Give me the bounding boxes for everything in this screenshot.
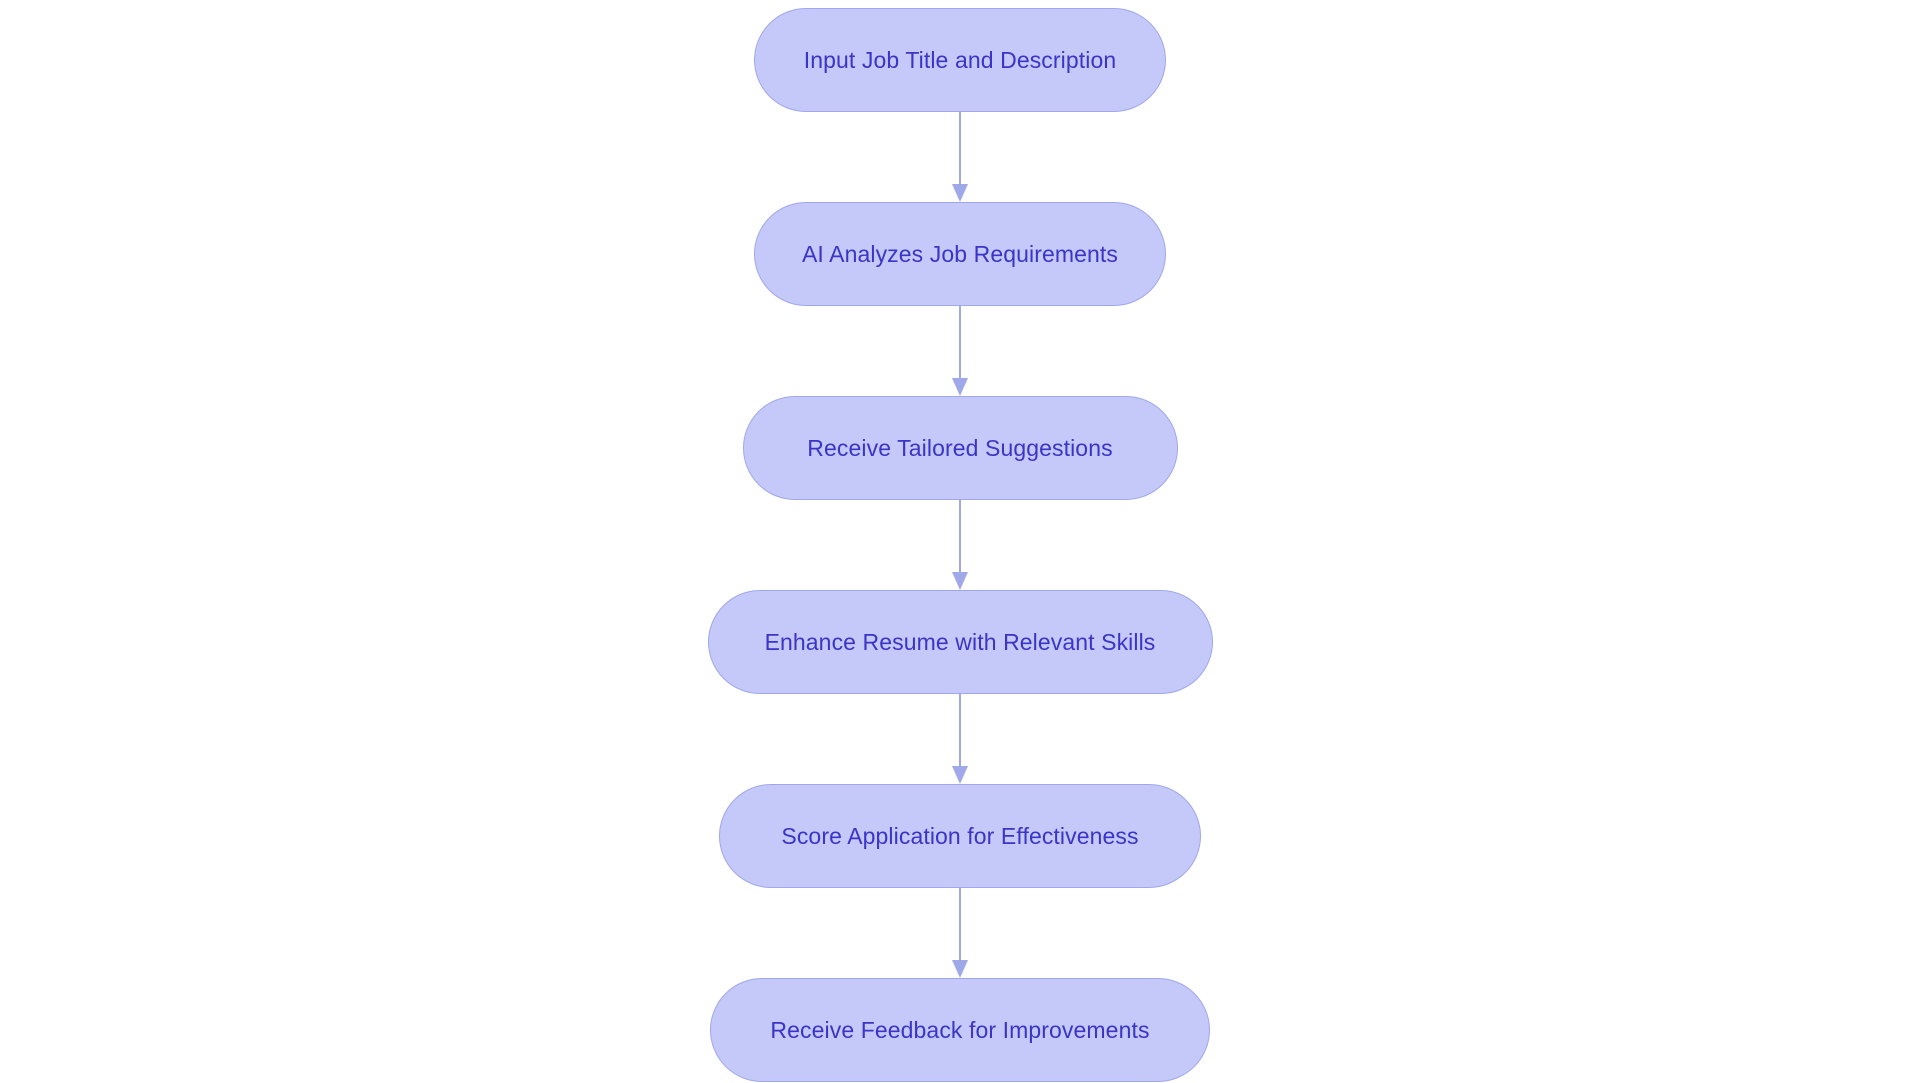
arrowhead-down-icon [952,960,968,978]
arrowhead-down-icon [952,184,968,202]
flowchart-connector-1-to-2 [948,112,972,202]
flowchart-node-step-6[interactable]: Receive Feedback for Improvements [710,978,1210,1082]
flowchart-connector-4-to-5 [948,694,972,784]
connector-line [959,112,961,184]
flowchart-connector-3-to-4 [948,500,972,590]
flowchart-node-label: Score Application for Effectiveness [781,822,1139,849]
flowchart-node-label: Receive Tailored Suggestions [807,434,1113,461]
connector-line [959,306,961,378]
flowchart-node-label: Enhance Resume with Relevant Skills [764,628,1156,655]
connector-line [959,888,961,960]
flowchart-node-step-3[interactable]: Receive Tailored Suggestions [742,396,1178,500]
flowchart-connector-5-to-6 [948,888,972,978]
arrowhead-down-icon [952,378,968,396]
connector-line [959,694,961,766]
flowchart-node-step-4[interactable]: Enhance Resume with Relevant Skills [707,590,1213,694]
flowchart-node-label: Input Job Title and Description [803,46,1117,73]
arrowhead-down-icon [952,572,968,590]
connector-line [959,500,961,572]
flowchart-connector-2-to-3 [948,306,972,396]
flowchart-node-step-1[interactable]: Input Job Title and Description [754,8,1166,112]
flowchart-node-step-2[interactable]: AI Analyzes Job Requirements [754,202,1166,306]
flowchart-node-label: Receive Feedback for Improvements [770,1016,1150,1043]
flowchart-node-label: AI Analyzes Job Requirements [801,240,1119,267]
arrowhead-down-icon [952,766,968,784]
flowchart-node-step-5[interactable]: Score Application for Effectiveness [719,784,1201,888]
